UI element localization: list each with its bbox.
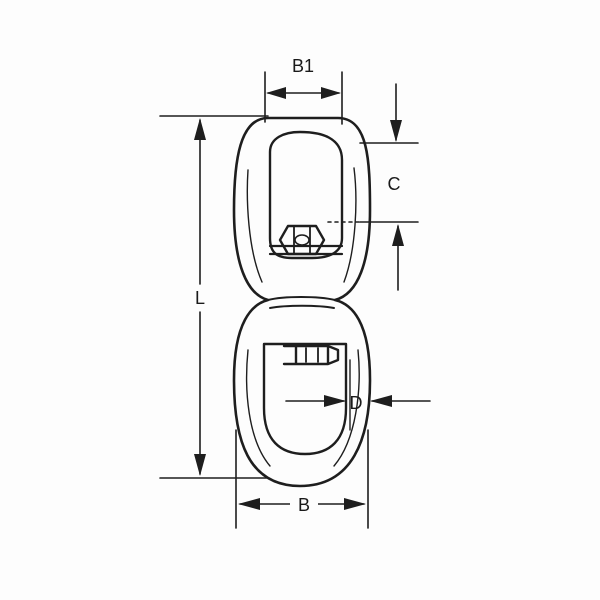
b-arrow-right xyxy=(344,498,366,510)
dimension-b1: B1 xyxy=(264,56,343,125)
l-label: L xyxy=(195,288,205,308)
lower-hex-nut xyxy=(282,344,340,366)
b-label-backdrop xyxy=(290,494,318,516)
b-arrow-left xyxy=(238,498,260,510)
d-label: D xyxy=(350,393,363,413)
waist-lines xyxy=(267,296,336,309)
dimension-b: B xyxy=(235,429,369,529)
upper-eye-shading xyxy=(246,167,357,283)
swivel-body xyxy=(232,116,372,488)
c-label: C xyxy=(388,174,401,194)
l-arrow-top xyxy=(194,118,206,140)
l-arrow-bottom xyxy=(194,454,206,476)
dimension-c: C xyxy=(327,83,419,291)
lower-eye-opening xyxy=(262,342,348,456)
lower-eye-shading xyxy=(245,349,360,467)
upper-hex-nut xyxy=(278,224,326,256)
d-arrow-right xyxy=(370,395,392,407)
swivel-outline xyxy=(232,116,372,488)
b-label: B xyxy=(298,495,310,515)
b1-arrow-right xyxy=(321,87,341,99)
b1-label: B1 xyxy=(292,56,314,76)
upper-eye-opening xyxy=(268,130,344,260)
b1-arrow-left xyxy=(266,87,286,99)
c-arrow-top xyxy=(390,120,402,142)
dimension-d: D xyxy=(285,393,431,413)
dimension-l: L xyxy=(159,115,269,479)
d-arrow-left xyxy=(324,395,346,407)
c-arrow-bottom xyxy=(392,224,404,246)
